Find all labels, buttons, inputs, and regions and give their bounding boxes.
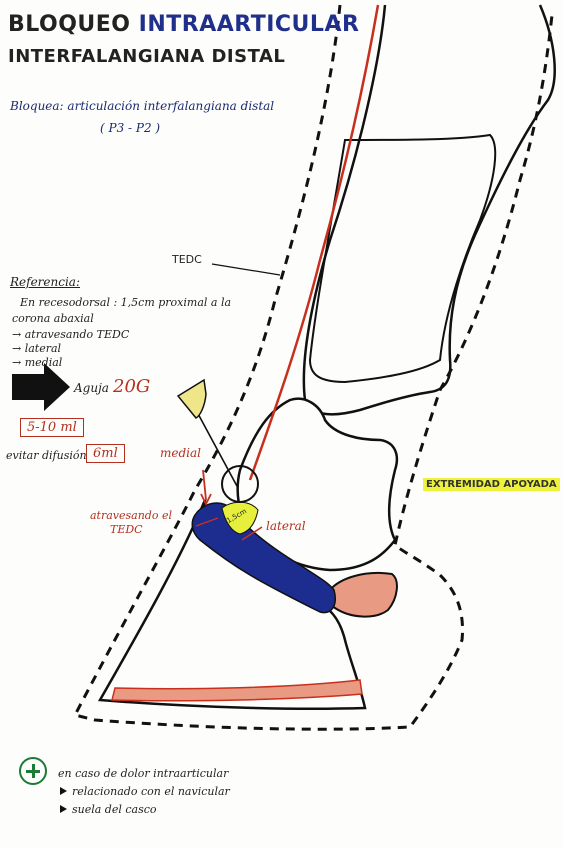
aguja-gauge: 20G	[113, 376, 151, 397]
referencia-item-1: → atravesando TEDC	[12, 328, 130, 341]
injection-site-circle	[221, 465, 259, 503]
title-line-2: INTERFALANGIANA DISTAL	[8, 46, 286, 67]
sole-band	[111, 679, 363, 702]
needle-hub	[176, 378, 207, 419]
aguja-arrow	[12, 363, 70, 411]
aguja-volume-box: 5-10 ml	[20, 418, 84, 437]
title-part-1: BLOQUEO	[8, 12, 139, 37]
bone-p1-inner	[308, 133, 497, 384]
tedc-label: TEDC	[172, 253, 202, 266]
title-line-1: BLOQUEO INTRAARTICULAR	[8, 14, 359, 36]
referencia-item-3: → medial	[12, 356, 63, 369]
referencia-line-1: En recesodorsal : 1,5cm proximal a la	[20, 296, 232, 309]
extremidad-label: EXTREMIDAD APOYADA	[423, 474, 560, 491]
title-part-2: INTRAARTICULAR	[138, 12, 360, 37]
difusion-label: evitar difusión	[6, 449, 87, 462]
tedc-tendon	[248, 4, 380, 481]
lateral-label: lateral	[266, 519, 306, 533]
extremidad-text: EXTREMIDAD APOYADA	[423, 478, 560, 491]
navicular-bone	[325, 572, 398, 618]
notes-intro: en caso de dolor intraarticular	[58, 767, 229, 780]
aguja-label: Aguja	[74, 381, 109, 395]
atravesando-label-2: TEDC	[110, 523, 143, 536]
plus-icon	[19, 757, 47, 785]
notes-item-1: relacionado con el navicular	[72, 785, 230, 798]
bone-p1	[302, 4, 556, 416]
referencia-item-2: → lateral	[12, 342, 62, 355]
notes-item-2: suela del casco	[72, 803, 157, 816]
limb-outline-dashed	[72, 4, 554, 731]
referencia-line-2: corona abaxial	[12, 312, 94, 325]
atravesando-label-1: atravesando el	[90, 509, 172, 522]
bloquea-bones: ( P3 - P2 )	[100, 121, 161, 135]
tedc-leader	[211, 263, 281, 276]
referencia-heading: Referencia:	[10, 275, 81, 289]
bloquea-text: articulación interfalangiana distal	[67, 99, 275, 113]
difusion-volume-box: 6ml	[86, 444, 125, 463]
bloquea-line: Bloquea: articulación interfalangiana di…	[10, 100, 274, 112]
bloquea-label: Bloquea:	[10, 99, 64, 113]
medial-label: medial	[160, 446, 201, 460]
needle	[195, 409, 239, 489]
